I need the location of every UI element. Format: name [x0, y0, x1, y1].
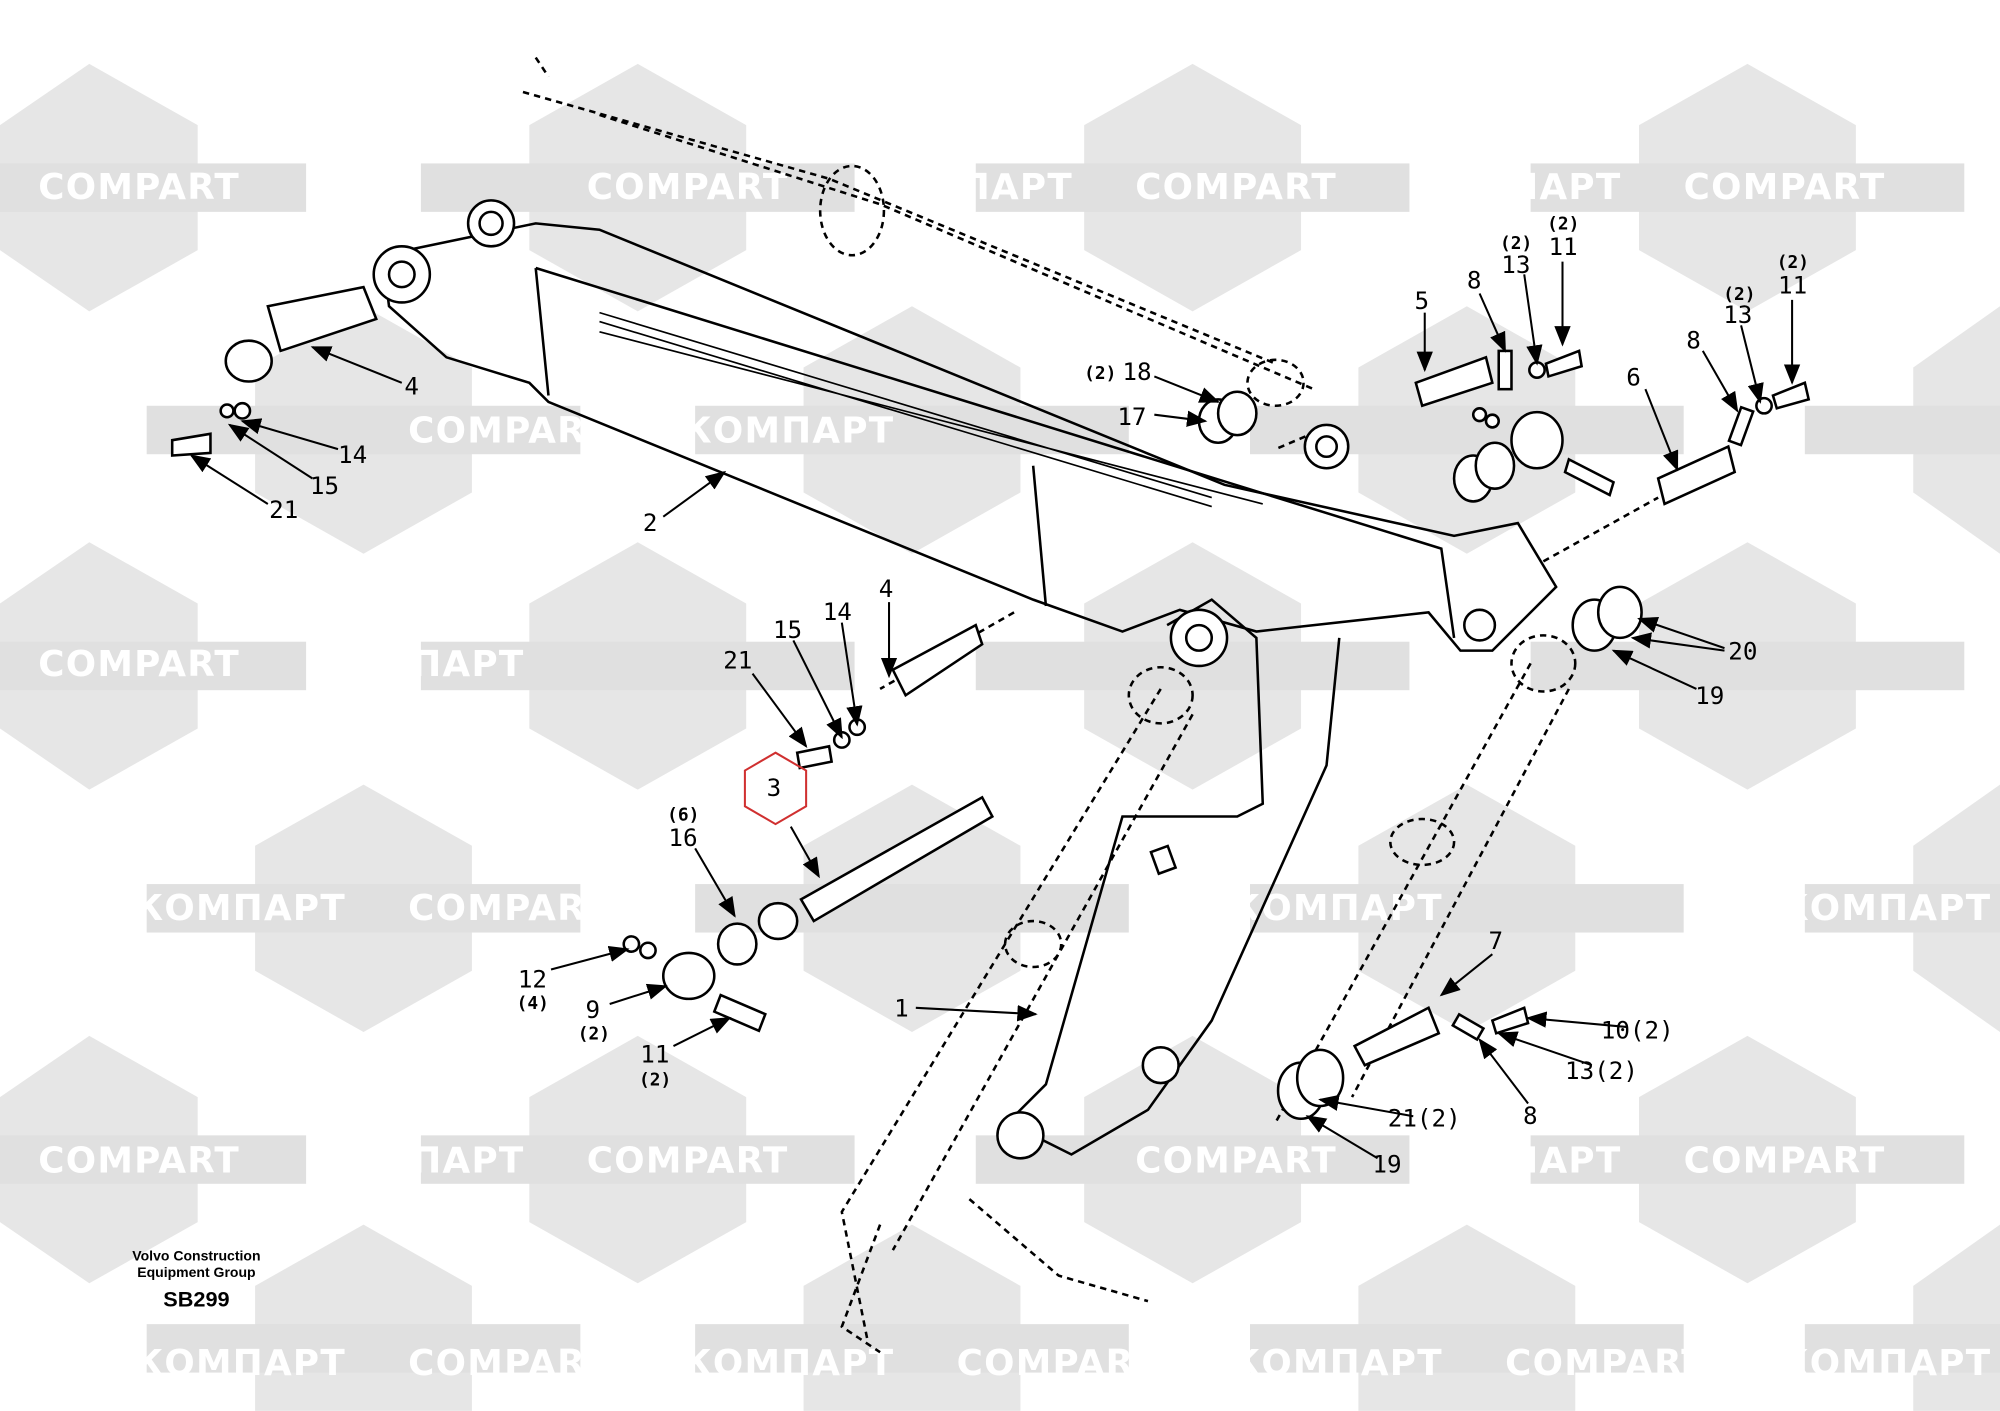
callout-11-qty: (2) — [639, 1070, 671, 1091]
watermark-text: COMPART — [38, 167, 240, 208]
watermark-text: КОМПАРТ — [134, 1343, 346, 1384]
callout-11: 11 — [1548, 233, 1577, 261]
watermark-text: КОМПАРТ — [861, 167, 1073, 208]
watermark-band — [1804, 405, 2000, 455]
dashed-cylinders — [522, 56, 1659, 1354]
highlight-label: 3 — [767, 774, 782, 802]
watermark-band — [695, 1324, 1129, 1373]
loose-parts — [170, 285, 1811, 1121]
callout-12: 12 — [518, 965, 547, 993]
callout-15: 15 — [310, 472, 339, 500]
watermark-text: COMPART — [1505, 1343, 1707, 1384]
callout-8: 8 — [1523, 1102, 1538, 1130]
watermark-text: COMPART — [1135, 167, 1337, 208]
callout-13: 13 — [1501, 251, 1530, 279]
callout-11: 11 — [1778, 272, 1807, 300]
watermark-text: КОМПАРТ — [682, 411, 894, 452]
callout-13: 13 — [1723, 301, 1752, 329]
leader-lines — [189, 261, 1801, 1160]
watermark-text: КОМПАРТ — [1409, 167, 1621, 208]
watermark-band — [420, 641, 855, 691]
callout-20: 20 — [1728, 638, 1757, 666]
watermark-text: COMPART — [408, 411, 610, 452]
watermark-text: КОМПАРТ — [1231, 1343, 1443, 1384]
boom — [372, 199, 1558, 1160]
watermark-band — [146, 884, 581, 933]
callout-9: 9 — [585, 996, 600, 1024]
callout-13-qty: (2) — [1500, 233, 1532, 254]
watermark-band — [420, 1135, 855, 1184]
callout-21: 21 — [269, 496, 298, 524]
watermark-text: КОМПАРТ — [1779, 1343, 1991, 1384]
footer-block: Volvo Construction Equipment Group SB299 — [132, 1247, 260, 1311]
watermark-text: COMPART — [587, 167, 789, 208]
watermark-band — [146, 405, 581, 455]
callout-11-qty: (2) — [1777, 252, 1809, 273]
callout-5: 5 — [1415, 287, 1430, 315]
callout-4: 4 — [879, 575, 894, 603]
watermark-text: COMPART — [408, 888, 610, 929]
callout-10: 10(2) — [1601, 1016, 1674, 1044]
watermark-band — [1530, 163, 1965, 212]
callout-13: 13(2) — [1565, 1057, 1638, 1085]
watermark-text: COMPART — [1135, 1140, 1337, 1181]
callout-16: 16 — [668, 824, 697, 852]
callout-1: 1 — [894, 995, 909, 1023]
watermark-band — [0, 163, 307, 212]
callout-18: 18 — [1122, 358, 1151, 386]
watermark-text: КОМПАРТ — [313, 1140, 525, 1181]
callout-11-qty: (2) — [1547, 214, 1579, 235]
watermark-text: КОМПАРТ — [1779, 888, 1991, 929]
watermark-text: КОМПАРТ — [313, 644, 525, 685]
callout-15: 15 — [773, 616, 802, 644]
callout-labels: 4 14 15 21 2 (2) 18 17 5 8 (2) 13 (2) 11… — [269, 214, 1809, 1179]
watermark-band — [1250, 884, 1684, 933]
callout-16-qty: (6) — [667, 804, 699, 825]
watermark-text: COMPART — [408, 1343, 610, 1384]
watermark-text: КОМПАРТ — [134, 888, 346, 929]
watermark-text: КОМПАРТ — [1231, 888, 1443, 929]
callout-4: 4 — [404, 372, 419, 400]
watermark-band — [1804, 1324, 2000, 1373]
callout-8: 8 — [1467, 266, 1482, 294]
watermark-text: КОМПАРТ — [682, 1343, 894, 1384]
callout-7: 7 — [1489, 927, 1504, 955]
watermark-band — [975, 163, 1410, 212]
callout-2: 2 — [643, 509, 658, 537]
watermark-layer: COMPART COMPART КОМПАРТ COMPART КОМПАРТ COMPA… — [0, 63, 2000, 1411]
diagram-code: SB299 — [163, 1286, 229, 1311]
watermark-text: COMPART — [1684, 1140, 1886, 1181]
callout-19: 19 — [1372, 1150, 1401, 1178]
watermark-band — [1530, 1135, 1965, 1184]
callout-13-qty: (2) — [1723, 284, 1755, 305]
callout-14: 14 — [338, 441, 367, 469]
callout-9-qty: (2) — [578, 1024, 610, 1045]
callout-14: 14 — [823, 598, 852, 626]
callout-21: 21 — [723, 647, 752, 675]
watermark-text: КОМПАРТ — [1409, 1140, 1621, 1181]
callout-6: 6 — [1626, 363, 1641, 391]
watermark-text: COMPART — [38, 644, 240, 685]
callout-18-qty: (2) — [1084, 363, 1116, 384]
watermark-band — [1250, 1324, 1684, 1373]
watermark-text: COMPART — [587, 1140, 789, 1181]
callout-19: 19 — [1695, 682, 1724, 710]
callout-8: 8 — [1686, 326, 1701, 354]
callout-12-qty: (4) — [517, 993, 549, 1014]
watermark-text: COMPART — [38, 1140, 240, 1181]
watermark-text: COMPART — [957, 1343, 1159, 1384]
watermark-text: COMPART — [1684, 167, 1886, 208]
callout-21: 21(2) — [1388, 1104, 1461, 1132]
company-name-line2: Equipment Group — [137, 1264, 255, 1280]
highlighted-part-3[interactable]: 3 — [743, 751, 808, 826]
callout-17: 17 — [1117, 403, 1146, 431]
company-name-line1: Volvo Construction — [132, 1247, 260, 1263]
watermark-band — [0, 641, 307, 691]
watermark-band — [146, 1324, 581, 1373]
watermark-band — [1804, 884, 2000, 933]
watermark-band — [0, 1135, 307, 1184]
callout-11: 11 — [640, 1041, 669, 1069]
